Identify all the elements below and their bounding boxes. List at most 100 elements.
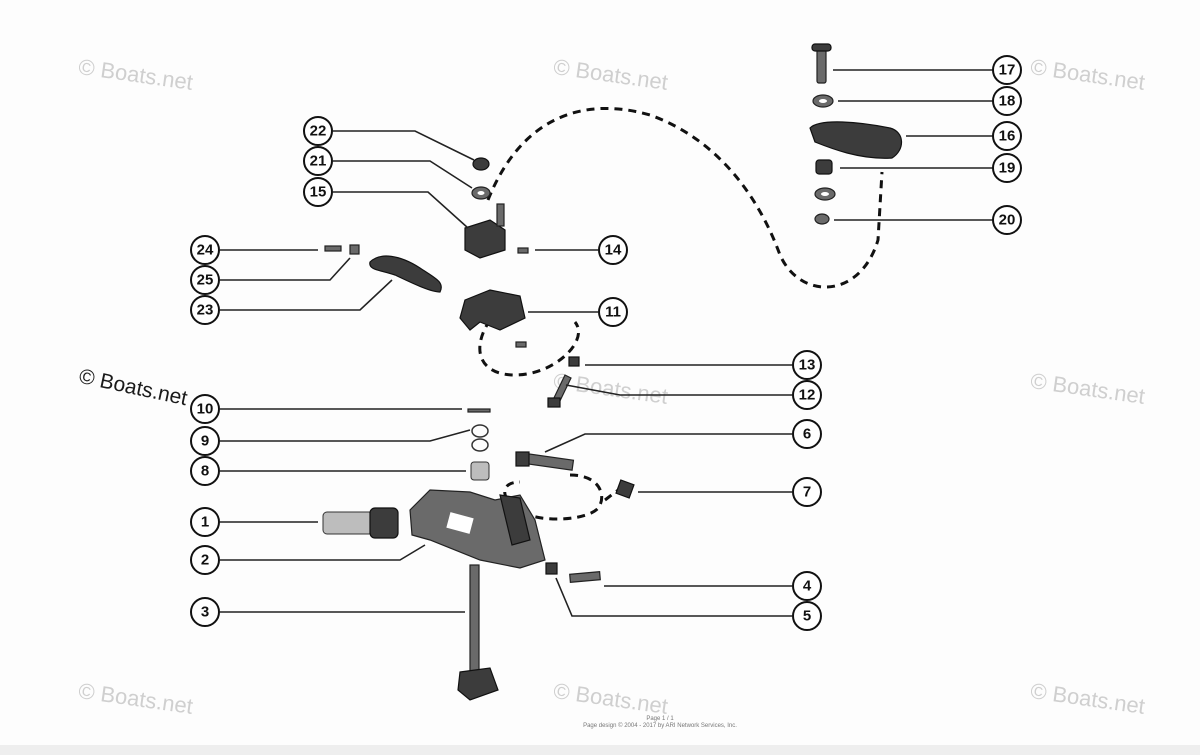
callout-15[interactable]: 15	[303, 177, 333, 207]
callout-label: 8	[201, 463, 209, 480]
leader-line	[333, 130, 475, 161]
o-ring-part	[471, 424, 489, 438]
stud-part	[496, 203, 505, 227]
callout-label: 4	[803, 578, 812, 595]
shift-lever-part	[459, 289, 526, 331]
leader-line	[565, 384, 792, 396]
nut-part	[545, 562, 558, 575]
callout-label: 17	[999, 62, 1016, 79]
callout-label: 12	[799, 387, 816, 404]
pin-part	[515, 341, 527, 348]
callout-24[interactable]: 24	[190, 235, 220, 265]
bushing-part	[815, 159, 833, 175]
leader-line	[333, 160, 473, 189]
callout-label: 18	[999, 93, 1016, 110]
leader-line	[544, 433, 792, 453]
leader-line	[555, 577, 792, 617]
lever-part	[809, 121, 903, 159]
leader-line	[220, 544, 426, 561]
callout-17[interactable]: 17	[992, 55, 1022, 85]
washer-hole	[821, 192, 829, 196]
callout-25[interactable]: 25	[190, 265, 220, 295]
shaft-gear-part	[457, 667, 499, 701]
o-ring-part	[471, 438, 489, 452]
callout-label: 2	[201, 552, 209, 569]
leader-line	[333, 191, 469, 229]
page-footer: Page 1 / 1 Page design © 2004 - 2017 by …	[560, 716, 760, 730]
leader-line	[220, 429, 471, 442]
callout-10[interactable]: 10	[190, 394, 220, 424]
callout-6[interactable]: 6	[792, 419, 822, 449]
callout-7[interactable]: 7	[792, 477, 822, 507]
bracket-boss-part	[499, 494, 531, 546]
callout-label: 22	[310, 123, 327, 140]
callout-2[interactable]: 2	[190, 545, 220, 575]
shaft-part	[469, 564, 480, 676]
callout-4[interactable]: 4	[792, 571, 822, 601]
small-clip-part	[467, 408, 491, 413]
nut-part	[814, 213, 830, 225]
callout-label: 13	[799, 357, 816, 374]
nut-part	[472, 157, 490, 171]
callout-16[interactable]: 16	[992, 121, 1022, 151]
callout-3[interactable]: 3	[190, 597, 220, 627]
lever-block-part	[464, 219, 506, 259]
bolt-head-part	[515, 451, 530, 467]
callout-21[interactable]: 21	[303, 146, 333, 176]
callout-label: 6	[803, 426, 811, 443]
footer-copyright: Page design © 2004 - 2017 by ARI Network…	[583, 723, 737, 729]
callout-label: 7	[803, 484, 811, 501]
nut-part	[349, 244, 360, 255]
callout-label: 5	[803, 608, 811, 625]
callout-18[interactable]: 18	[992, 86, 1022, 116]
callout-20[interactable]: 20	[992, 205, 1022, 235]
bottom-bar	[0, 745, 1200, 755]
callout-label: 19	[999, 160, 1016, 177]
callout-label: 14	[605, 242, 622, 259]
callout-11[interactable]: 11	[598, 297, 628, 327]
footer-page-number: Page 1 / 1	[646, 716, 674, 722]
leader-line	[220, 257, 351, 281]
callout-9[interactable]: 9	[190, 426, 220, 456]
pin-part	[517, 247, 529, 254]
callout-label: 11	[605, 304, 621, 321]
callout-label: 24	[197, 242, 214, 259]
callout-12[interactable]: 12	[792, 380, 822, 410]
bracket-window	[446, 512, 474, 534]
callout-label: 16	[999, 128, 1016, 145]
assembly-path	[478, 319, 580, 377]
nut-part	[568, 356, 580, 367]
sleeve-cap-part	[369, 507, 399, 539]
link-part	[369, 255, 442, 293]
callout-label: 9	[201, 433, 209, 450]
callout-22[interactable]: 22	[303, 116, 333, 146]
screw-part	[816, 47, 827, 84]
bolt-part	[569, 571, 601, 583]
assembly-path	[503, 473, 604, 521]
callout-14[interactable]: 14	[598, 235, 628, 265]
leader-line	[220, 279, 393, 311]
callout-label: 1	[201, 514, 209, 531]
screw-part	[324, 245, 342, 252]
callout-label: 3	[201, 604, 209, 621]
callout-1[interactable]: 1	[190, 507, 220, 537]
bolt-part	[526, 453, 575, 471]
nut-part	[615, 479, 635, 499]
callout-23[interactable]: 23	[190, 295, 220, 325]
callout-label: 23	[197, 302, 214, 319]
assembly-path	[486, 106, 884, 289]
screw-head-part	[811, 43, 832, 52]
callout-5[interactable]: 5	[792, 601, 822, 631]
bolt-head-part	[547, 397, 561, 408]
callout-label: 25	[197, 272, 214, 289]
callout-19[interactable]: 19	[992, 153, 1022, 183]
callout-8[interactable]: 8	[190, 456, 220, 486]
sleeve-part	[322, 511, 374, 535]
washer-hole	[477, 191, 485, 195]
callout-label: 21	[310, 153, 327, 170]
bushing-part	[470, 461, 490, 481]
callout-13[interactable]: 13	[792, 350, 822, 380]
callout-label: 10	[197, 401, 214, 418]
